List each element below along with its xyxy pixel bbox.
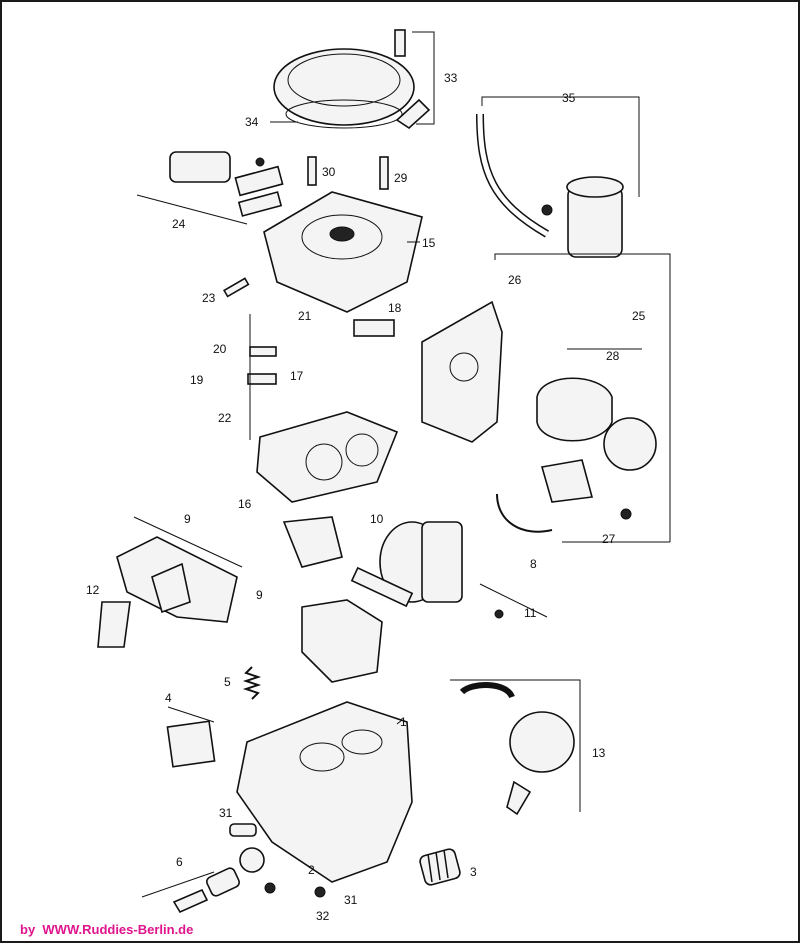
label-1: 1 [400, 715, 407, 729]
part-throttle-switch [169, 151, 284, 217]
label-5: 5 [224, 675, 231, 689]
part-needle-23 [223, 277, 250, 298]
credit-url[interactable]: WWW.Ruddies-Berlin.de [42, 922, 194, 937]
part-mounting-bracket [421, 300, 503, 443]
label-2: 2 [308, 863, 315, 877]
leader-11 [479, 583, 548, 618]
part-bracket-9 [116, 536, 238, 623]
leader-25 [494, 253, 671, 542]
part-float-pin [249, 346, 277, 357]
label-19: 19 [190, 373, 204, 387]
leader-6 [141, 871, 215, 898]
label-16: 16 [238, 497, 252, 511]
leader-13 [450, 679, 581, 812]
credit-prefix: by [20, 922, 36, 937]
label-10: 10 [370, 512, 384, 526]
part-air-intake-ring [273, 29, 431, 130]
label-34: 34 [245, 115, 259, 129]
part-jet-18 [353, 319, 395, 337]
part-bracket-17 [247, 373, 277, 385]
label-15: 15 [422, 236, 436, 250]
part-nut-11 [494, 609, 504, 619]
part-valve-27 [540, 459, 594, 503]
part-servo-motor [536, 377, 657, 471]
part-sleeve-12 [97, 601, 131, 648]
label-4: 4 [165, 691, 172, 705]
part-wire-8 [496, 493, 553, 533]
label-33: 33 [444, 71, 458, 85]
label-13: 13 [592, 746, 606, 760]
part-screw-29 [379, 156, 389, 190]
leader-33 [412, 31, 435, 125]
leader-4 [167, 706, 215, 723]
credit-line: by WWW.Ruddies-Berlin.de [20, 922, 193, 937]
label-31b: 31 [344, 893, 358, 907]
leader-9 [133, 516, 243, 568]
label-27: 27 [602, 532, 616, 546]
part-nut-32 [314, 886, 326, 898]
label-21: 21 [298, 309, 312, 323]
part-diaphragm-unit [350, 521, 463, 608]
label-32: 32 [316, 909, 330, 923]
label-24: 24 [172, 217, 186, 231]
label-25: 25 [632, 309, 646, 323]
part-cover-16 [282, 516, 343, 568]
label-28: 28 [606, 349, 620, 363]
part-spring-5 [242, 666, 262, 700]
part-plug-31 [229, 823, 257, 837]
label-18: 18 [388, 301, 402, 315]
label-23: 23 [202, 291, 216, 305]
label-3: 3 [470, 865, 477, 879]
part-accelerator-pump [459, 682, 575, 816]
label-9b: 9 [256, 588, 263, 602]
part-screw-30 [307, 156, 317, 186]
label-8: 8 [530, 557, 537, 571]
part-lever-bracket [301, 599, 383, 683]
part-nut-27 [620, 508, 632, 520]
part-plate-4 [166, 720, 216, 768]
part-cutoff-valve-6 [172, 847, 265, 914]
label-12: 12 [86, 583, 100, 597]
label-17: 17 [290, 369, 304, 383]
part-carburetor-top [263, 191, 423, 313]
leader-1 [396, 719, 403, 725]
part-carburetor-body [236, 701, 413, 883]
label-29: 29 [394, 171, 408, 185]
label-20: 20 [213, 342, 227, 356]
part-gasket [256, 411, 399, 503]
part-coil-spring-3 [419, 848, 461, 886]
label-9a: 9 [184, 512, 191, 526]
label-22: 22 [218, 411, 232, 425]
part-fuel-hose-filter [476, 113, 624, 258]
label-26: 26 [508, 273, 522, 287]
label-11: 11 [524, 606, 537, 620]
part-nut-6 [264, 882, 276, 894]
leader-35 [481, 96, 640, 197]
label-31a: 31 [219, 806, 233, 820]
label-6: 6 [176, 855, 183, 869]
leader-24 [136, 194, 248, 225]
label-30: 30 [322, 165, 336, 179]
label-35: 35 [562, 91, 576, 105]
